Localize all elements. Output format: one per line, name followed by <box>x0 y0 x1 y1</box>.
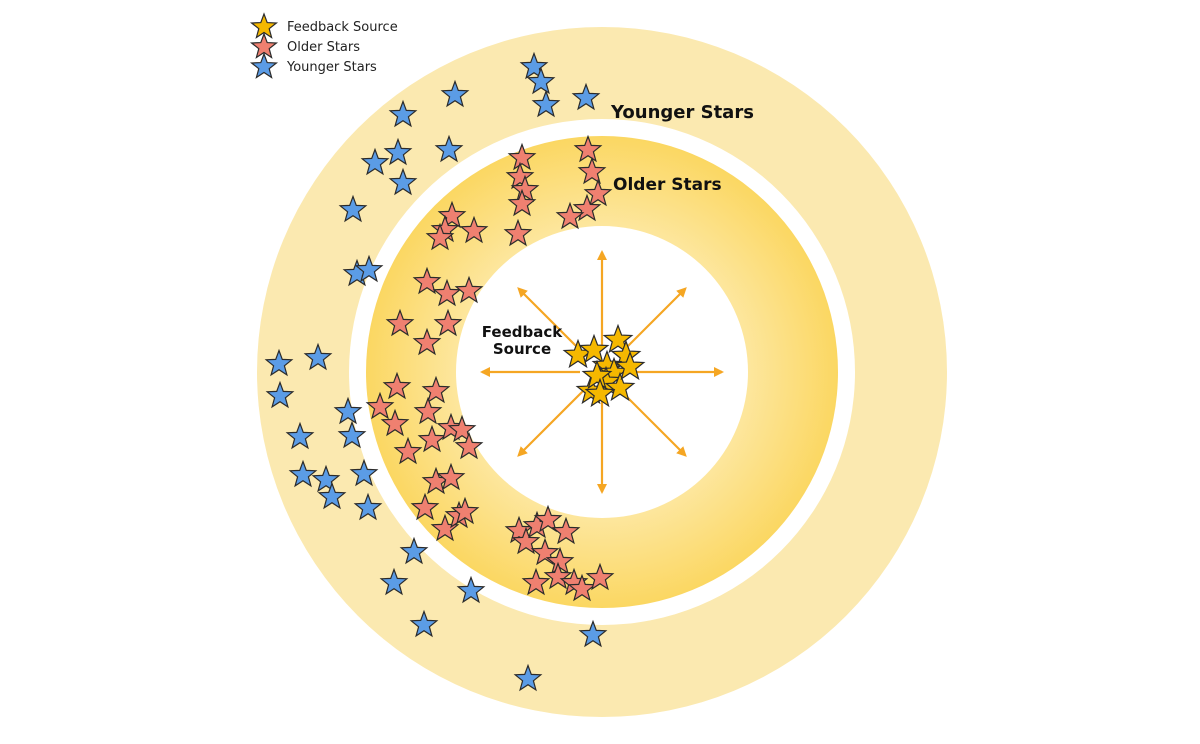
legend-label-feedback-source: Feedback Source <box>287 20 398 35</box>
arrow-sw <box>517 386 588 457</box>
older-star-icon <box>530 537 560 566</box>
younger-star-icon <box>338 194 368 223</box>
younger-star-icon <box>456 575 486 604</box>
older-star-icon <box>572 193 602 222</box>
younger-star-icon <box>265 380 295 409</box>
older-star-icon <box>393 436 423 465</box>
younger-star-icon <box>311 464 341 493</box>
feedback-source-star-icon <box>578 333 610 364</box>
younger-star-icon <box>317 481 347 510</box>
older-star-icon <box>437 200 467 229</box>
older-star-icon <box>507 142 537 171</box>
older-star-icon <box>573 134 603 163</box>
older-star-icon <box>555 201 585 230</box>
feedback-source-label-line1: Feedback <box>482 323 563 341</box>
older-star-icon <box>510 174 540 203</box>
older-star-icon <box>421 375 451 404</box>
younger-star-icon <box>337 420 367 449</box>
older-star-icon <box>567 573 597 602</box>
younger-star-icon <box>571 82 601 111</box>
younger-star-icon <box>519 51 549 80</box>
older-star-icon <box>511 526 541 555</box>
older-star-icon <box>425 222 455 251</box>
legend: Feedback Source Older Stars Younger Star… <box>249 12 398 79</box>
legend-label-younger-stars: Younger Stars <box>286 60 377 75</box>
older-star-icon <box>433 308 463 337</box>
younger-star-icon <box>333 396 363 425</box>
older-stars-label: Older Stars <box>613 175 722 195</box>
younger-star-icon <box>285 421 315 450</box>
older-star-icon <box>521 567 551 596</box>
older-star-icon <box>583 178 613 207</box>
younger-stars-label: Younger Stars <box>610 102 754 123</box>
older-star-icon <box>551 516 581 545</box>
younger-star-icon <box>264 348 294 377</box>
older-star-icon <box>459 215 489 244</box>
older-star-icon <box>385 308 415 337</box>
older-star-icon <box>380 408 410 437</box>
older-star-icon <box>507 188 537 217</box>
older-stars <box>365 134 615 602</box>
older-star-icon <box>412 266 442 295</box>
older-star-icon <box>543 561 573 590</box>
younger-star-icon <box>354 254 384 283</box>
arrow-nw <box>517 287 588 358</box>
younger-stars <box>264 51 608 692</box>
feedback-source-star-icon <box>604 371 636 402</box>
older-star-icon <box>382 371 412 400</box>
younger-star-icon <box>409 609 439 638</box>
older-star-icon <box>447 414 477 443</box>
feedback-source-star-icon <box>602 323 634 354</box>
legend-younger-star-icon <box>249 52 279 79</box>
feedback-source-label-line2: Source <box>493 340 551 358</box>
younger-star-icon <box>531 89 561 118</box>
feedback-source-star-icon <box>584 377 616 408</box>
younger-star-icon <box>388 167 418 196</box>
younger-star-icon <box>288 459 318 488</box>
younger-star-icon <box>349 458 379 487</box>
younger-star-icon <box>379 567 409 596</box>
older-star-icon <box>436 462 466 491</box>
older-star-icon <box>577 156 607 185</box>
older-star-icon <box>450 496 480 525</box>
older-star-icon <box>432 278 462 307</box>
older-star-icon <box>503 218 533 247</box>
younger-star-icon <box>303 342 333 371</box>
younger-star-icon <box>360 147 390 176</box>
younger-star-icon <box>383 137 413 166</box>
younger-star-icon <box>353 492 383 521</box>
feedback-source-star-icon <box>614 350 646 381</box>
younger-star-icon <box>578 619 608 648</box>
younger-star-icon <box>440 79 470 108</box>
younger-star-icon <box>513 663 543 692</box>
older-star-icon <box>585 562 615 591</box>
older-star-icon <box>410 492 440 521</box>
legend-label-older-stars: Older Stars <box>287 40 360 55</box>
arrow-ne <box>616 287 687 358</box>
feedback-source-stars <box>562 323 646 408</box>
older-star-icon <box>533 504 563 533</box>
older-star-icon <box>412 327 442 356</box>
younger-star-icon <box>526 66 556 95</box>
older-star-icon <box>417 424 447 453</box>
feedback-source-star-icon <box>581 359 613 390</box>
younger-star-icon <box>399 536 429 565</box>
younger-star-icon <box>388 99 418 128</box>
younger-star-icon <box>434 134 464 163</box>
older-star-icon <box>454 275 484 304</box>
older-star-icon <box>505 161 535 190</box>
older-star-icon <box>454 431 484 460</box>
older-star-icon <box>413 396 443 425</box>
older-star-icon <box>504 515 534 544</box>
older-star-icon <box>365 391 395 420</box>
